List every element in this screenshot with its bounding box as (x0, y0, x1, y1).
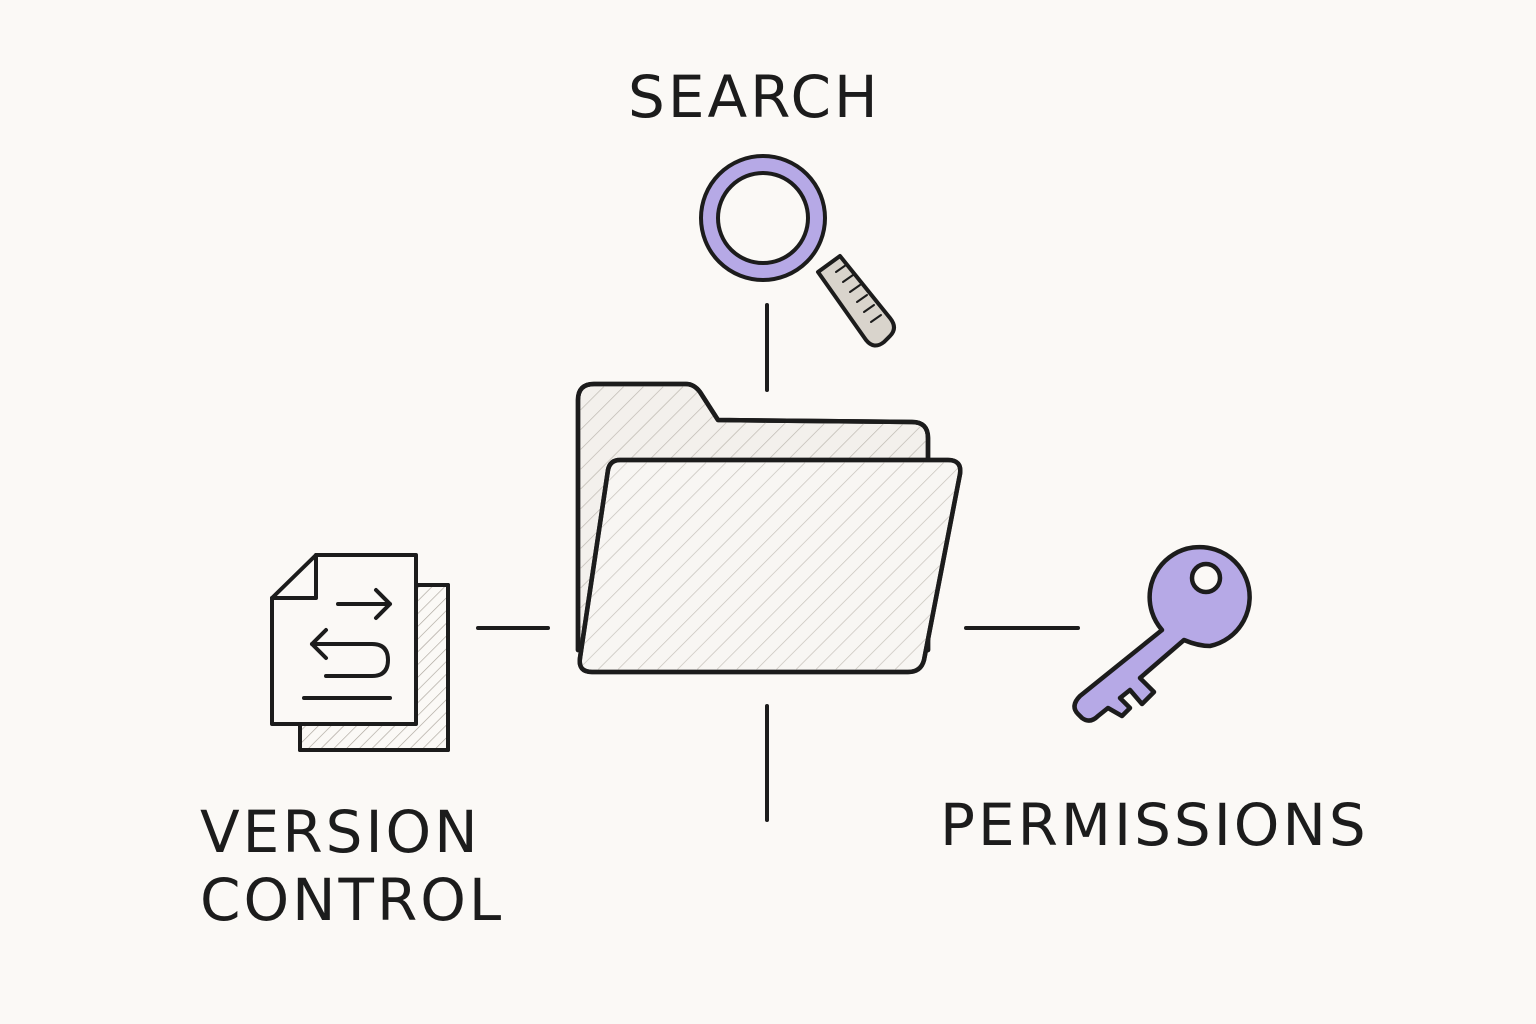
label-permissions: PERMISSIONS (940, 791, 1369, 859)
label-version-line2: CONTROL (200, 866, 505, 935)
label-version-control: VERSION CONTROL (200, 798, 540, 935)
key-icon (1072, 544, 1252, 723)
document-version-icon (270, 553, 450, 752)
folder-icon (575, 381, 963, 675)
label-version-line1: VERSION (200, 798, 481, 866)
connector-lines (476, 303, 1080, 822)
magnifying-glass-icon (699, 154, 896, 348)
label-search: SEARCH (628, 63, 881, 131)
